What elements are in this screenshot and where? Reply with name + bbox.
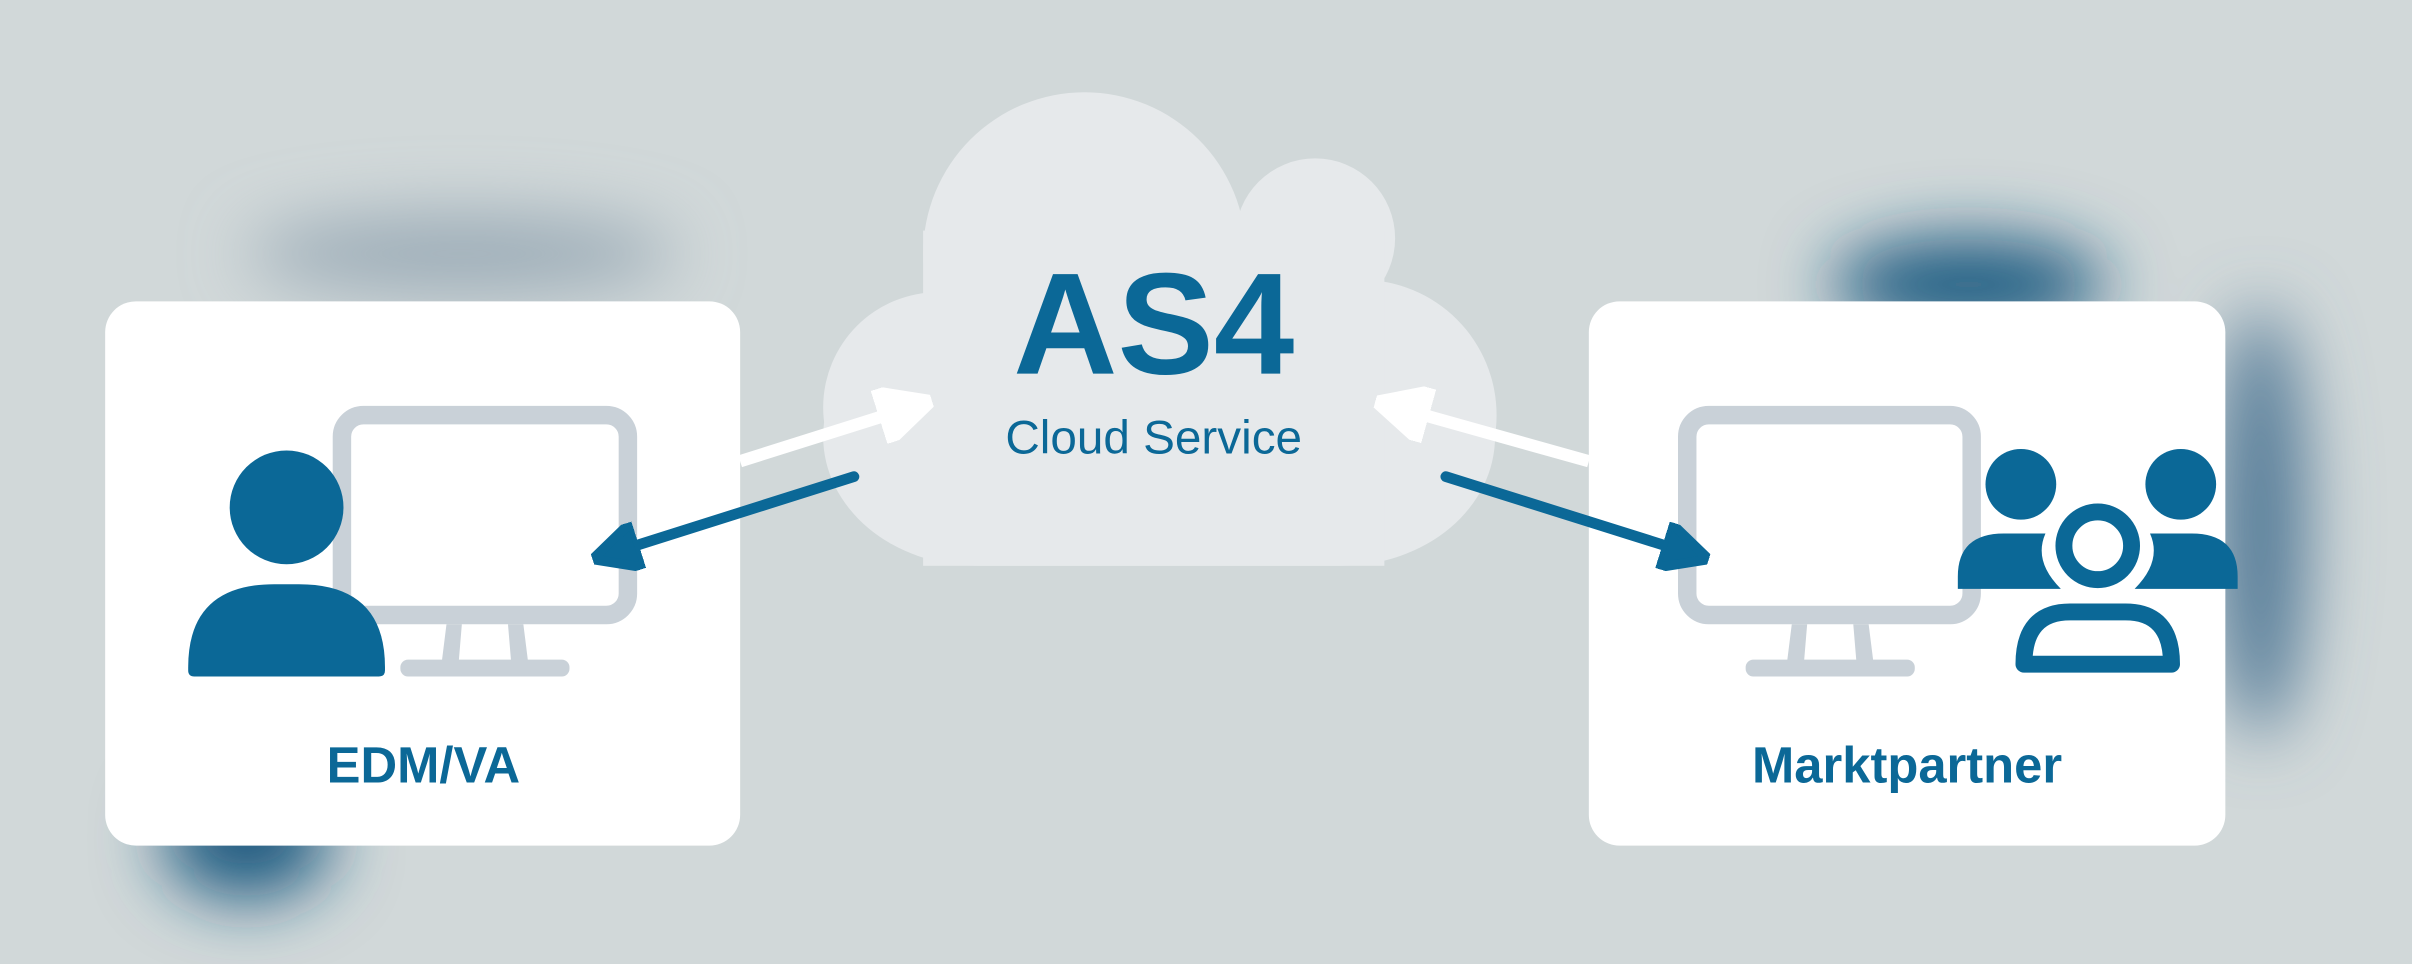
arrow-cloud-to-marktpartner	[1440, 471, 1690, 554]
arrow-cloud-to-edm	[611, 471, 860, 554]
card-edm-va: EDM/VA	[105, 301, 741, 846]
card-marktpartner: Marktpartner	[1588, 301, 2238, 846]
monitor-icon	[1678, 405, 1981, 677]
arrow-marktpartner-to-cloud	[1397, 407, 1591, 468]
arrow-edm-to-cloud	[738, 407, 911, 468]
cloud-subtitle: Cloud Service	[1005, 412, 1302, 465]
card-label-edm-va: EDM/VA	[327, 737, 520, 794]
person-icon	[188, 450, 385, 677]
group-icon	[1957, 448, 2238, 673]
cloud-title: AS4	[1013, 243, 1294, 405]
card-label-marktpartner: Marktpartner	[1752, 737, 2062, 794]
cloud-shape	[823, 92, 1497, 566]
